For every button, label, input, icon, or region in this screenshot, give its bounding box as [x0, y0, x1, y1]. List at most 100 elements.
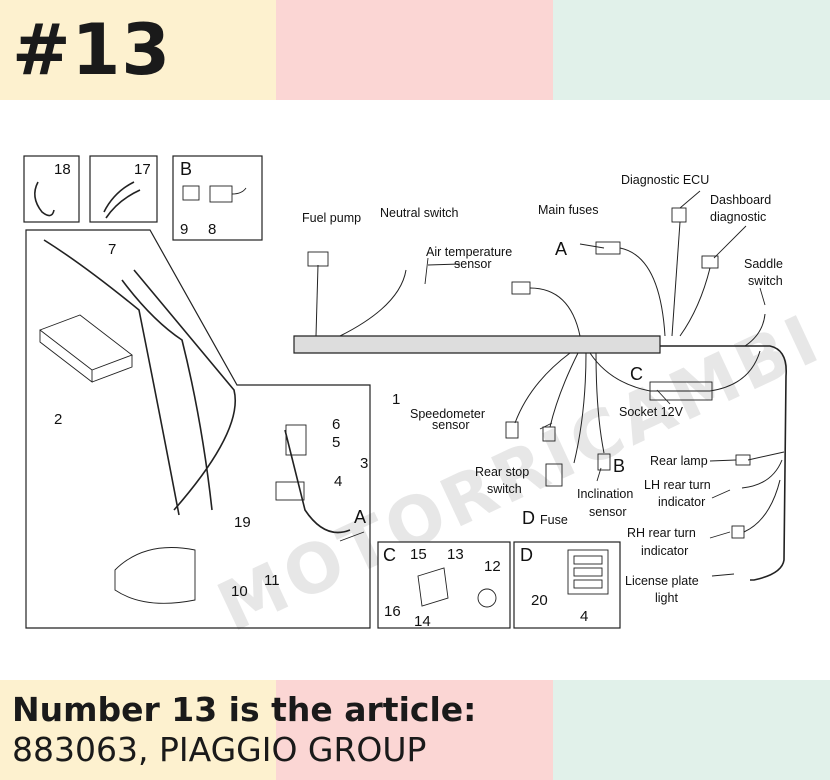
letter-b-box: B	[180, 159, 192, 179]
speedometer-wire	[514, 352, 571, 424]
label-socket: Socket 12V	[619, 405, 684, 419]
num-11: 11	[264, 572, 280, 589]
label-fuel-pump: Fuel pump	[302, 211, 361, 225]
label-lh-turn: LH rear turn	[644, 478, 711, 492]
fuse-20c	[573, 579, 603, 589]
num-20: 20	[531, 592, 548, 609]
wiring-diagram: MOTORRICAMBI	[23, 155, 830, 648]
fuse-20a	[573, 555, 603, 565]
dashboard-wire	[679, 267, 711, 337]
label-neutral-switch: Neutral switch	[380, 206, 459, 220]
header-band	[0, 0, 830, 100]
rh-turn-wire	[743, 479, 781, 533]
fuse-wire	[573, 352, 587, 464]
num-2: 2	[54, 411, 62, 428]
socket-wire	[589, 350, 761, 392]
speedometer-connector	[505, 421, 519, 439]
caption-article: 883063, PIAGGIO GROUP	[12, 730, 427, 769]
bracket-13	[417, 567, 449, 607]
label-air-temperature: Air temperature	[426, 245, 512, 259]
rear-stop-wire	[549, 352, 579, 428]
main-fuses-wire	[619, 247, 666, 337]
leader-lines	[339, 190, 766, 577]
label-rear-stop: Rear stop	[475, 465, 529, 479]
label-license-2: light	[655, 591, 678, 605]
battery-cable-b	[121, 279, 213, 511]
num-10: 10	[231, 583, 248, 600]
main-harness	[293, 335, 661, 354]
rear-lamp-wire	[747, 451, 785, 461]
part-18-box	[23, 155, 80, 223]
label-rear-stop-2: switch	[487, 482, 522, 496]
num-3: 3	[360, 455, 368, 472]
dashboard-connector	[701, 255, 719, 269]
label-speedometer: Speedometer	[410, 407, 485, 421]
letter-c-box: C	[383, 545, 396, 565]
label-fuse: Fuse	[540, 513, 568, 527]
label-main-fuses: Main fuses	[538, 203, 598, 217]
label-rear-lamp: Rear lamp	[650, 454, 708, 468]
label-rh-turn-2: indicator	[641, 544, 688, 558]
neutral-switch-wire	[339, 269, 407, 337]
label-dashboard: Dashboard	[710, 193, 771, 207]
rear-harness	[660, 345, 787, 581]
article-number: #13	[12, 9, 172, 91]
num-9: 9	[180, 221, 188, 238]
diagnostic-ecu-wire	[671, 221, 681, 337]
clamp-17	[103, 181, 141, 219]
cable-tie-18	[34, 181, 55, 217]
lh-turn-wire	[741, 459, 783, 489]
num-5: 5	[332, 434, 340, 451]
socket-12v	[649, 381, 713, 401]
connector-8-lead	[231, 187, 247, 195]
num-7: 7	[108, 241, 116, 258]
label-diagnostic-ecu: Diagnostic ECU	[621, 173, 709, 187]
socket-12	[477, 588, 497, 608]
inclination-connector	[597, 453, 611, 471]
letter-a-main: A	[555, 239, 567, 259]
label-inclination: Inclination	[577, 487, 633, 501]
relay-9	[182, 185, 200, 201]
part-b-box	[172, 155, 263, 241]
letter-d-main: D	[522, 508, 535, 528]
rh-turn-connector	[731, 525, 745, 539]
fuel-pump-wire	[315, 264, 319, 337]
caption-band	[0, 680, 830, 780]
label-dashboard-2: diagnostic	[710, 210, 766, 224]
letter-b-main: B	[613, 456, 625, 476]
label-saddle-2: switch	[748, 274, 783, 288]
num-16: 16	[384, 603, 401, 620]
num-6: 6	[332, 416, 340, 433]
label-speedometer-2: sensor	[432, 418, 470, 432]
letter-c-main: C	[630, 364, 643, 384]
fuse-holder	[545, 463, 563, 487]
label-license: License plate	[625, 574, 699, 588]
caption-title: Number 13 is the article:	[12, 690, 477, 729]
relay-connector-5-6	[285, 424, 307, 456]
rear-stop-connector	[542, 426, 556, 442]
label-inclination-2: sensor	[589, 505, 627, 519]
battery-cable-c	[133, 269, 236, 511]
relay-harness	[284, 429, 351, 534]
fuse-20b	[573, 567, 603, 577]
rear-lamp-connector	[735, 454, 751, 466]
fuel-pump-connector	[307, 251, 329, 267]
relay-4	[275, 481, 305, 501]
battery-frame	[25, 229, 371, 629]
label-air-temperature-2: sensor	[454, 257, 492, 271]
letter-a-left: A	[354, 507, 366, 527]
label-rh-turn: RH rear turn	[627, 526, 696, 540]
saddle-wire	[744, 313, 766, 347]
num-8: 8	[208, 221, 216, 238]
num-15: 15	[410, 546, 427, 563]
num-12: 12	[484, 558, 501, 575]
air-temp-connector	[511, 281, 531, 295]
main-fuses-block	[595, 241, 621, 255]
detail-c-box	[377, 541, 511, 629]
battery-cable-7	[43, 239, 180, 516]
inclination-wire	[595, 352, 605, 454]
num-4: 4	[334, 473, 342, 490]
num-18: 18	[54, 161, 71, 178]
battery	[39, 314, 133, 383]
label-saddle: Saddle	[744, 257, 783, 271]
